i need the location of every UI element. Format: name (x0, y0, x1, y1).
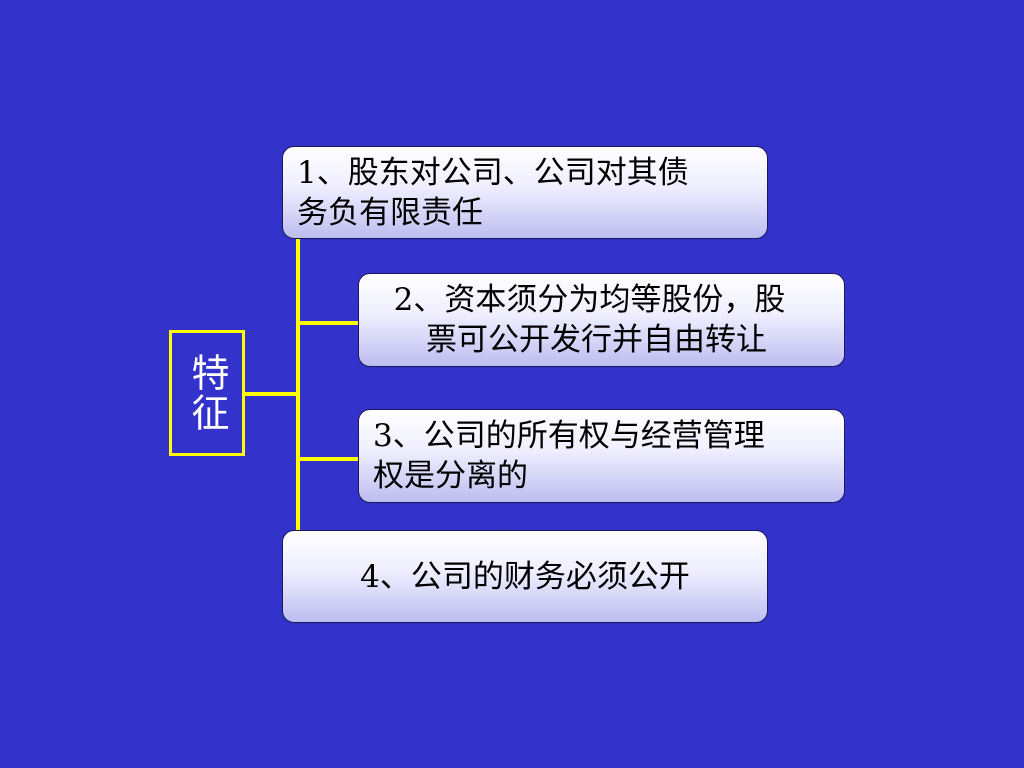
connector-branch-3 (296, 457, 360, 461)
root-node: 特征 (169, 330, 245, 456)
feature-node-4: 4、公司的财务必须公开 (282, 530, 768, 623)
feature-node-2: 2、资本须分为均等股份，股 票可公开发行并自由转让 (358, 273, 845, 367)
connector-branch-2 (296, 321, 360, 325)
feature-node-3-line-1: 3、公司的所有权与经营管理 (373, 418, 765, 454)
connector-root-horizontal (245, 392, 300, 396)
feature-node-1-line-1: 1、股东对公司、公司对其债 (297, 155, 689, 191)
root-label: 特征 (185, 353, 229, 433)
feature-node-2-line-2: 票可公开发行并自由转让 (426, 322, 767, 358)
feature-node-3-line-2: 权是分离的 (373, 458, 528, 494)
feature-node-2-line-1: 2、资本须分为均等股份，股 (393, 282, 786, 318)
feature-node-1: 1、股东对公司、公司对其债 务负有限责任 (282, 146, 768, 239)
feature-node-1-line-2: 务负有限责任 (297, 195, 483, 231)
feature-node-4-line-1: 4、公司的财务必须公开 (360, 558, 690, 595)
connector-vertical-spine (296, 238, 300, 530)
feature-node-3: 3、公司的所有权与经营管理 权是分离的 (358, 409, 845, 503)
